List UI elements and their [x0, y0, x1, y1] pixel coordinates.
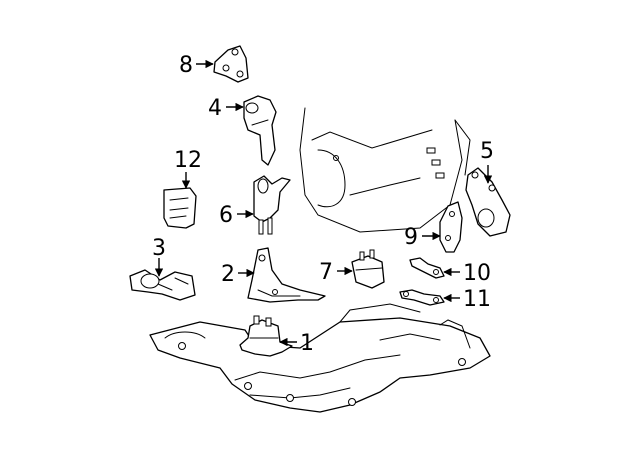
part-1-engine-mount [239, 315, 293, 357]
part-6-mount [253, 175, 291, 235]
part-10-strap [409, 257, 445, 279]
callout-3: 3 [152, 236, 166, 261]
part-11-strap [399, 289, 445, 306]
callout-labels: 1 2 3 4 5 6 7 8 9 10 11 12 [152, 53, 494, 356]
engine-block [299, 107, 471, 233]
callout-6: 6 [219, 203, 233, 228]
callout-9: 9 [404, 225, 418, 250]
callout-10: 10 [463, 261, 491, 286]
part-8-bracket [213, 45, 249, 83]
part-3-mount [129, 269, 196, 301]
callout-5: 5 [480, 139, 494, 164]
callout-11: 11 [463, 287, 491, 312]
part-7-mount [351, 249, 385, 289]
callout-1: 1 [300, 331, 314, 356]
callout-7: 7 [319, 260, 333, 285]
engine-cradle [149, 303, 491, 413]
part-4-mount [243, 95, 277, 166]
callout-8: 8 [179, 53, 193, 78]
part-2-bracket [247, 247, 326, 303]
part-12-shield [163, 187, 197, 229]
callout-4: 4 [208, 96, 222, 121]
leader-lines [154, 59, 493, 347]
callout-2: 2 [221, 262, 235, 287]
part-9-bracket [439, 201, 463, 253]
callout-12: 12 [174, 148, 202, 173]
